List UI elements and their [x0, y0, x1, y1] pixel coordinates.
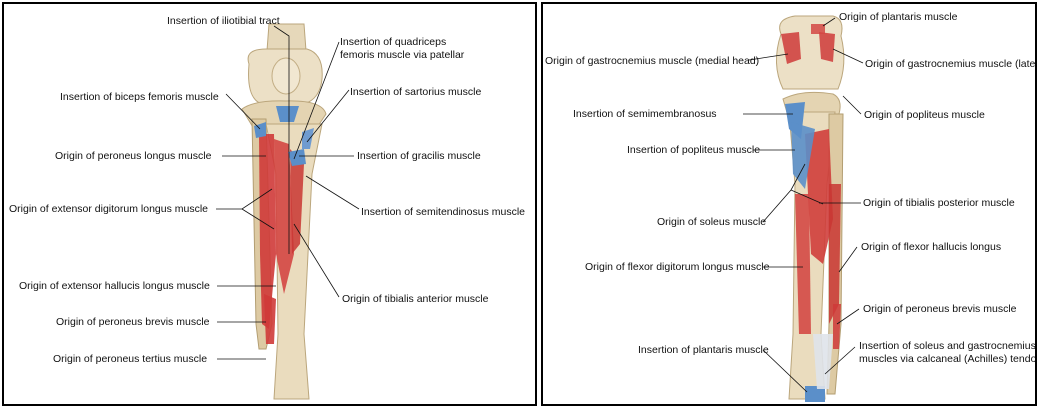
label-insertion-plantaris: Insertion of plantaris muscle [638, 344, 769, 356]
plantaris-origin-region [811, 24, 825, 34]
posterior-leg-panel: Origin of plantaris muscle Origin of gas… [541, 2, 1037, 406]
label-origin-tibialis-posterior: Origin of tibialis posterior muscle [863, 197, 1015, 209]
anterior-leg-panel: Insertion of iliotibial tract Insertion … [2, 2, 537, 406]
label-origin-flexor-digitorum-longus: Origin of flexor digitorum longus muscle [585, 261, 770, 273]
label-insertion-quadriceps-2: femoris muscle via patellar [340, 49, 465, 61]
anterior-leg-diagram: Insertion of iliotibial tract Insertion … [4, 4, 535, 404]
label-insertion-sartorius: Insertion of sartorius muscle [350, 86, 481, 98]
label-origin-popliteus: Origin of popliteus muscle [864, 109, 985, 121]
label-origin-extensor-hallucis-longus: Origin of extensor hallucis longus muscl… [19, 280, 210, 292]
peroneus-tertius-origin-region [264, 294, 276, 344]
label-origin-tibialis-anterior: Origin of tibialis anterior muscle [342, 293, 489, 305]
label-insertion-quadriceps-1: Insertion of quadriceps [340, 36, 446, 48]
label-origin-peroneus-brevis: Origin of peroneus brevis muscle [56, 316, 210, 328]
label-insertion-semitendinosus: Insertion of semitendinosus muscle [361, 206, 525, 218]
label-origin-extensor-digitorum-longus: Origin of extensor digitorum longus musc… [9, 203, 208, 215]
label-origin-flexor-hallucis-longus: Origin of flexor hallucis longus [861, 241, 1001, 253]
label-insertion-soleus-gastrocnemius-1: Insertion of soleus and gastrocnemius [859, 340, 1035, 352]
label-origin-soleus: Origin of soleus muscle [657, 216, 766, 228]
label-origin-peroneus-longus: Origin of peroneus longus muscle [55, 150, 212, 162]
patella [272, 58, 300, 94]
posterior-leg-diagram: Origin of plantaris muscle Origin of gas… [543, 4, 1035, 404]
label-origin-peroneus-tertius: Origin of peroneus tertius muscle [53, 353, 207, 365]
label-origin-plantaris: Origin of plantaris muscle [839, 11, 958, 23]
label-insertion-popliteus: Insertion of popliteus muscle [627, 144, 760, 156]
label-insertion-iliotibial-tract: Insertion of iliotibial tract [167, 15, 280, 27]
label-insertion-gracilis: Insertion of gracilis muscle [357, 150, 481, 162]
label-origin-gastrocnemius-medial: Origin of gastrocnemius muscle (medial h… [545, 55, 759, 67]
label-origin-gastrocnemius-lateral: Origin of gastrocnemius muscle (lateral [865, 58, 1035, 70]
label-insertion-biceps-femoris: Insertion of biceps femoris muscle [60, 91, 219, 103]
gastrocnemius-lateral-origin-region [819, 32, 835, 62]
label-origin-peroneus-brevis-posterior: Origin of peroneus brevis muscle [863, 303, 1017, 315]
label-insertion-semimembranosus: Insertion of semimembranosus [573, 108, 717, 120]
label-insertion-soleus-gastrocnemius-2: muscles via calcaneal (Achilles) tendon [859, 353, 1035, 365]
